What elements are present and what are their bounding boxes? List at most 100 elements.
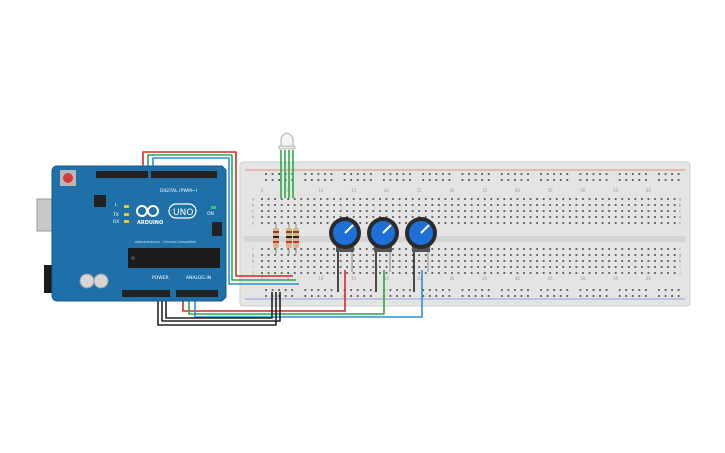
breadboard-hole[interactable]	[359, 210, 362, 212]
breadboard-hole[interactable]	[287, 210, 290, 212]
breadboard-hole[interactable]	[444, 254, 447, 256]
breadboard-hole[interactable]	[293, 222, 296, 224]
breadboard-hole[interactable]	[496, 216, 499, 218]
breadboard-hole[interactable]	[464, 198, 466, 200]
breadboard-hole[interactable]	[562, 210, 565, 212]
breadboard-hole[interactable]	[575, 210, 578, 212]
wire-red-pot1[interactable]	[182, 270, 346, 312]
breadboard-hole[interactable]	[677, 295, 680, 297]
breadboard-hole[interactable]	[300, 216, 303, 218]
breadboard-hole[interactable]	[437, 216, 440, 218]
breadboard-hole[interactable]	[461, 289, 464, 291]
breadboard-hole[interactable]	[339, 266, 342, 268]
breadboard-hole[interactable]	[278, 173, 280, 175]
breadboard-hole[interactable]	[496, 248, 499, 250]
breadboard-hole[interactable]	[444, 248, 447, 250]
breadboard-hole[interactable]	[369, 179, 372, 181]
breadboard-hole[interactable]	[490, 260, 493, 262]
breadboard-hole[interactable]	[483, 254, 486, 256]
breadboard-hole[interactable]	[510, 210, 512, 212]
breadboard-hole[interactable]	[280, 210, 283, 212]
breadboard-hole[interactable]	[437, 272, 440, 274]
breadboard-hole[interactable]	[326, 222, 329, 224]
wire-blue-power[interactable]	[152, 157, 299, 285]
breadboard-hole[interactable]	[667, 260, 669, 262]
breadboard-hole[interactable]	[267, 254, 270, 256]
breadboard-hole[interactable]	[398, 210, 401, 212]
breadboard-hole[interactable]	[418, 254, 421, 256]
breadboard-hole[interactable]	[566, 173, 569, 175]
breadboard-hole[interactable]	[333, 266, 335, 268]
breadboard-hole[interactable]	[664, 173, 667, 175]
rgb-led[interactable]	[278, 132, 296, 198]
breadboard-hole[interactable]	[261, 254, 263, 256]
breadboard-hole[interactable]	[483, 216, 486, 218]
breadboard-hole[interactable]	[339, 272, 342, 274]
breadboard-hole[interactable]	[300, 254, 303, 256]
breadboard-hole[interactable]	[605, 179, 608, 181]
breadboard-hole[interactable]	[267, 210, 270, 212]
breadboard-hole[interactable]	[464, 272, 466, 274]
breadboard-hole[interactable]	[546, 179, 549, 181]
breadboard-hole[interactable]	[398, 216, 401, 218]
breadboard-hole[interactable]	[365, 254, 368, 256]
breadboard-hole[interactable]	[291, 173, 294, 175]
breadboard-hole[interactable]	[536, 266, 538, 268]
breadboard-hole[interactable]	[431, 210, 434, 212]
breadboard-hole[interactable]	[424, 204, 427, 206]
breadboard-hole[interactable]	[326, 266, 329, 268]
breadboard-hole[interactable]	[385, 210, 388, 212]
breadboard-hole[interactable]	[474, 173, 477, 175]
breadboard-hole[interactable]	[536, 272, 538, 274]
breadboard-hole[interactable]	[481, 179, 484, 181]
breadboard-hole[interactable]	[405, 254, 407, 256]
breadboard-hole[interactable]	[673, 266, 676, 268]
breadboard-hole[interactable]	[614, 260, 617, 262]
breadboard-hole[interactable]	[631, 295, 634, 297]
breadboard-hole[interactable]	[343, 179, 346, 181]
breadboard-hole[interactable]	[625, 289, 628, 291]
breadboard-hole[interactable]	[510, 216, 512, 218]
breadboard-hole[interactable]	[392, 216, 394, 218]
breadboard-hole[interactable]	[520, 179, 523, 181]
breadboard-hole[interactable]	[441, 295, 444, 297]
breadboard-hole[interactable]	[586, 173, 588, 175]
breadboard-hole[interactable]	[369, 173, 372, 175]
breadboard-hole[interactable]	[310, 295, 313, 297]
breadboard-hole[interactable]	[306, 248, 309, 250]
breadboard-hole[interactable]	[261, 222, 263, 224]
breadboard-hole[interactable]	[588, 216, 591, 218]
breadboard-hole[interactable]	[582, 248, 584, 250]
breadboard-hole[interactable]	[595, 222, 597, 224]
breadboard-hole[interactable]	[634, 204, 637, 206]
breadboard-hole[interactable]	[546, 173, 549, 175]
breadboard-hole[interactable]	[437, 266, 440, 268]
breadboard-hole[interactable]	[503, 272, 506, 274]
breadboard-hole[interactable]	[667, 204, 669, 206]
breadboard-hole[interactable]	[474, 295, 477, 297]
breadboard-hole[interactable]	[464, 222, 466, 224]
breadboard-hole[interactable]	[568, 260, 571, 262]
breadboard-hole[interactable]	[608, 260, 611, 262]
breadboard-hole[interactable]	[654, 260, 656, 262]
breadboard-hole[interactable]	[306, 260, 309, 262]
breadboard-hole[interactable]	[451, 198, 453, 200]
breadboard-hole[interactable]	[356, 173, 359, 175]
breadboard-hole[interactable]	[411, 260, 414, 262]
breadboard-hole[interactable]	[274, 272, 276, 274]
breadboard-hole[interactable]	[326, 210, 329, 212]
breadboard-hole[interactable]	[654, 204, 656, 206]
breadboard-hole[interactable]	[457, 204, 460, 206]
breadboard-hole[interactable]	[647, 216, 650, 218]
breadboard-hole[interactable]	[516, 272, 519, 274]
breadboard-hole[interactable]	[496, 272, 499, 274]
breadboard-hole[interactable]	[503, 210, 506, 212]
breadboard-hole[interactable]	[363, 173, 366, 175]
breadboard-hole[interactable]	[562, 254, 565, 256]
breadboard-hole[interactable]	[278, 295, 280, 297]
breadboard-hole[interactable]	[677, 289, 680, 291]
breadboard-hole[interactable]	[575, 248, 578, 250]
breadboard-hole[interactable]	[496, 260, 499, 262]
breadboard-hole[interactable]	[601, 216, 604, 218]
breadboard-hole[interactable]	[582, 272, 584, 274]
